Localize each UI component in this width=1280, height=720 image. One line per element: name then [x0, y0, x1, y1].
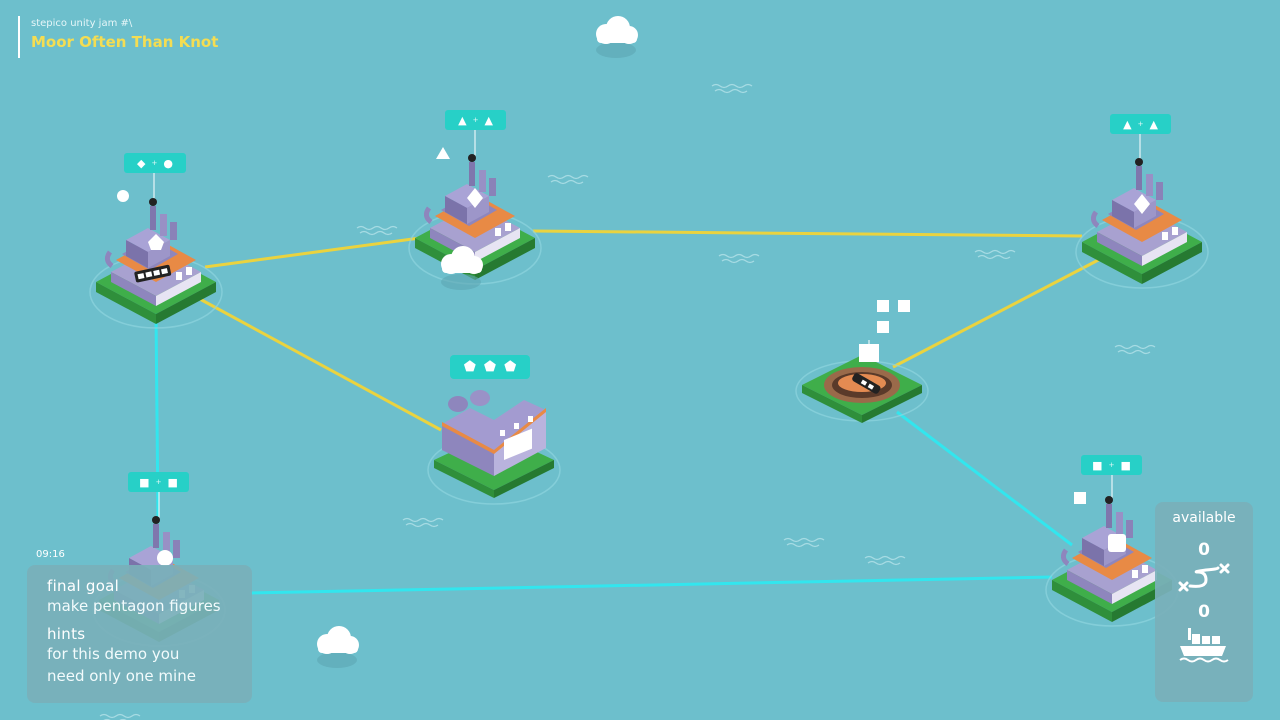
route-yellow-4[interactable] [892, 254, 1107, 369]
diamond-icon: ◆ [137, 156, 146, 170]
hints-line-2: need only one mine [47, 667, 196, 685]
pentagon-icon: ⬟ [483, 359, 497, 375]
plus-icon: + [1137, 120, 1144, 128]
sea-waves [99, 83, 1156, 720]
route-yellow-2[interactable] [532, 229, 1083, 238]
triangle-icon: ▲ [458, 113, 467, 127]
square-icon: ■ [1120, 458, 1131, 472]
recipe-badge-bottom-left: ■ + ■ [128, 472, 189, 492]
plus-icon: + [151, 159, 158, 167]
recipe-badge-top-center: ▲ + ▲ [445, 110, 506, 130]
triangle-icon: ▲ [1149, 117, 1158, 131]
plus-icon: + [472, 116, 479, 124]
pentagon-icon: ⬟ [463, 359, 476, 375]
available-title: available [1172, 510, 1236, 526]
cargo-ship-icon[interactable] [1174, 622, 1234, 666]
recipe-badge-bottom-right: ■ + ■ [1081, 455, 1142, 475]
ships-count: 0 [1198, 602, 1210, 622]
mine-output-squares [859, 300, 910, 362]
hints-line-1: for this demo you [47, 645, 180, 663]
game-timer: 09:16 [36, 549, 65, 560]
cloud [441, 246, 483, 290]
circle-icon: ● [163, 156, 173, 170]
triangle-resource-icon [436, 147, 450, 159]
cloud [317, 626, 359, 668]
badge-poles [153, 128, 1141, 520]
route-cyan-3[interactable] [896, 410, 1073, 547]
hints-label: hints [47, 625, 86, 643]
plus-icon: + [155, 478, 162, 486]
recipe-badge-top-left: ◆ + ● [124, 153, 186, 173]
square-icon: ■ [1092, 458, 1103, 472]
route-yellow-3[interactable] [197, 296, 442, 432]
route-yellow-1[interactable] [204, 236, 421, 269]
route-icon[interactable] [1174, 560, 1234, 598]
factory-top-left[interactable] [90, 198, 222, 328]
circle-resource-icon [117, 190, 129, 202]
routes [154, 229, 1107, 595]
mine-island[interactable] [795, 355, 929, 423]
pentagon-icon: ⬟ [504, 359, 517, 375]
game-title-block: stepico unity jam #\ Moor Often Than Kno… [18, 16, 258, 58]
cloud [596, 16, 638, 58]
square-icon: ■ [167, 475, 178, 489]
goal-panel: final goal make pentagon figures hints f… [27, 565, 252, 703]
factory-top-center[interactable] [409, 154, 541, 284]
factory-top-right[interactable] [1076, 158, 1208, 288]
jam-subtitle: stepico unity jam #\ [31, 18, 133, 29]
routes-count: 0 [1198, 540, 1210, 560]
triangle-icon: ▲ [1123, 117, 1132, 131]
square-icon: ■ [139, 475, 150, 489]
factory-bottom-left[interactable] [93, 516, 225, 646]
triangle-icon: ▲ [484, 113, 493, 127]
final-goal-label: final goal [47, 577, 120, 595]
game-title: Moor Often Than Knot [31, 33, 219, 51]
recipe-badge-top-right: ▲ + ▲ [1110, 114, 1171, 134]
goal-badge-warehouse: ⬟ ⬟ ⬟ [450, 355, 530, 379]
route-cyan-2[interactable] [249, 575, 1053, 595]
factory-bottom-right[interactable] [1046, 496, 1178, 626]
final-goal-text: make pentagon figures [47, 597, 221, 615]
square-resource-icon [1074, 492, 1086, 504]
warehouse-goal[interactable] [427, 390, 561, 505]
available-panel: available 0 0 [1155, 502, 1253, 702]
plus-icon: + [1108, 461, 1115, 469]
